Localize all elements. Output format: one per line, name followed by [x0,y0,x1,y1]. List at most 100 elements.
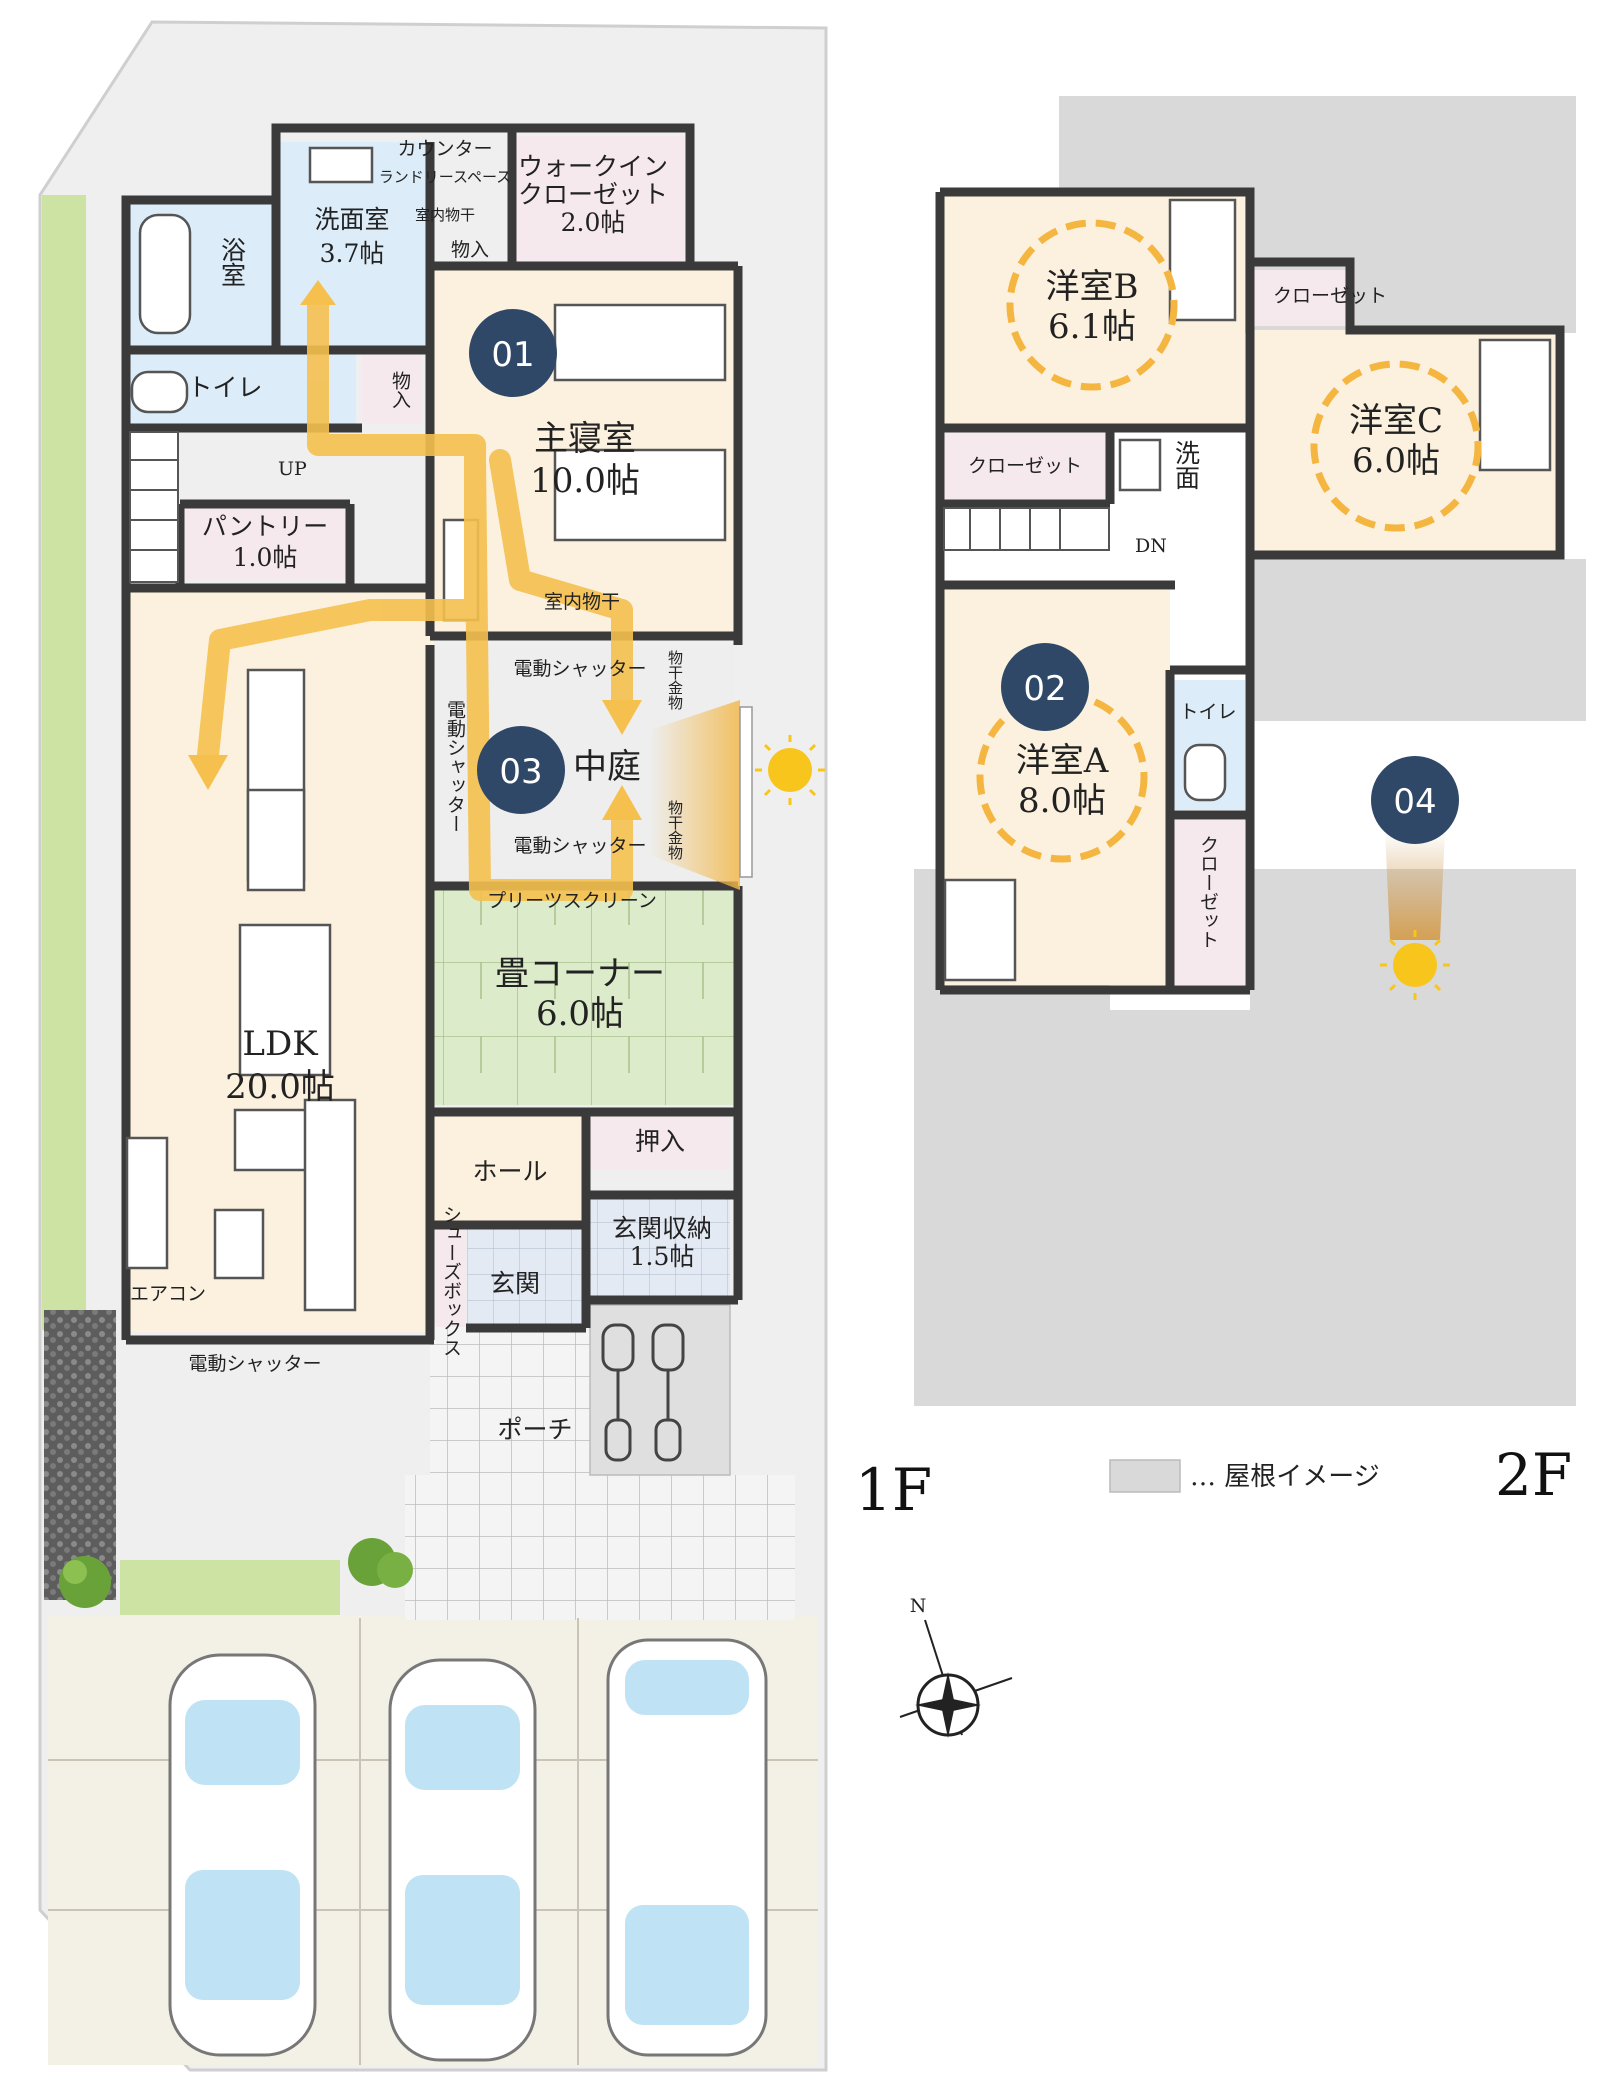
building-2f [906,88,1594,1414]
hall-floor [434,1115,584,1225]
porch-tiles [430,1325,590,1475]
side-table-icon [213,1208,265,1280]
shoebox-label: シューズボックス [440,1205,462,1357]
shutter-ldk-label: 電動シャッター [188,1353,321,1375]
roomC-label: 洋室C [1349,401,1443,441]
closet-left-label: クローゼット [968,455,1082,477]
approach-tiles [405,1475,795,1620]
toilet-2f-icon [1183,743,1227,802]
walkin-label: ウォークイン [518,152,668,181]
walls-2f [935,187,1565,995]
sink-2f-icon [1118,438,1162,492]
path-arrowheads [188,280,642,820]
shrub-icon [59,1538,413,1608]
gravel-bed [44,1310,116,1600]
genkan-storage-floor [590,1198,730,1298]
bike-parking [589,1304,731,1476]
labels-2f: 洋室B 6.1帖 クローゼット 洋室C 6.0帖 クローゼット 洗面 DN 洋室… [968,267,1443,949]
roomB-label: 洋室B [1046,267,1139,307]
counter-label: カウンター [397,138,492,160]
ldk-label: LDK [242,1024,318,1064]
shutter-top-label: 電動シャッター [513,658,646,680]
storage-2-label: 物入 [389,371,411,409]
pantry-floor [180,504,350,579]
courtyard-label: 中庭 [573,747,641,787]
lawn-front [120,1560,340,1616]
toilet-2f-label: トイレ [1179,701,1236,723]
laundry-label: ランドリースペース [379,168,511,186]
car-icon [388,1658,537,2062]
badge-02: 02 [1001,643,1089,731]
badge-01: 01 [469,309,557,397]
bed-icon [553,448,727,542]
tatami-size: 6.0帖 [536,994,624,1034]
closet-right-label: クローゼット [1197,835,1219,949]
car-icon [606,1638,768,2057]
toilet-icon [130,370,189,414]
bed-icon [553,303,727,382]
badge-01-number: 01 [491,335,534,375]
walkin-label-2: クローゼット [518,180,668,209]
stairs-1f [129,431,179,583]
labels-1f: 浴室 洗面室 3.7帖 カウンター ランドリースペース 室内物干 物入 ウォーク… [130,138,712,1444]
dining-table-icon [238,923,332,1077]
roomA-size: 8.0帖 [1018,781,1106,821]
washroom-size: 3.7帖 [320,239,385,268]
genkan-floor [467,1225,587,1327]
badge-03-number: 03 [499,752,542,792]
master-size: 10.0帖 [530,461,640,501]
dry-rack-top-label: 物干金物 [666,650,684,711]
badge-04: 04 [1371,756,1459,1000]
legend: … 屋根イメージ [1109,1459,1380,1493]
roomC-size: 6.0帖 [1352,441,1440,481]
floor-1f-label: 1F [855,1456,932,1524]
bed-2f-icon [1168,198,1237,322]
dn-label: DN [1135,535,1167,557]
master-label: 主寝室 [534,419,636,459]
genkan-storage-size: 1.5帖 [630,1242,695,1271]
closet-right-floor [1170,820,1245,985]
sun-beam-1f [650,700,825,890]
closet-left-floor [940,430,1110,502]
fixtures-1f [125,146,727,1312]
genkan-label: 玄関 [490,1269,540,1298]
bed-2f-icon [1478,338,1552,472]
bath-label: 浴室 [218,237,247,287]
oshiire-floor [590,1115,730,1170]
lawn-strip [42,195,86,1330]
compass: N [899,1595,1013,1738]
storage-floor [362,352,422,424]
shoebox-floor [436,1225,466,1327]
indoor-dry-label: 室内物干 [415,206,475,224]
sofa-icon [303,1098,357,1312]
dry-rack-bottom-label: 物干金物 [666,800,684,861]
pantry-size: 1.0帖 [233,543,298,572]
sun-icon [1393,943,1437,987]
shutter-left-label: 電動シャッター [444,700,466,833]
up-label: UP [278,458,307,480]
toilet-label: トイレ [187,373,262,402]
pantry-label: パントリー [202,512,328,541]
closet-top-label: クローゼット [1273,285,1387,307]
tatami-floor [434,890,734,1105]
bicycle-icon [601,1323,685,1462]
pleats-label: プリーツスクリーン [487,890,657,912]
badge-03: 03 [477,726,565,814]
aircon-label: エアコン [130,1283,206,1305]
hall-label: ホール [472,1157,547,1186]
circulation-path [197,294,633,901]
car-icon [168,1653,317,2057]
indoor-dry-2-label: 室内物干 [544,591,620,613]
roof-right [1246,551,1594,729]
ldk-size: 20.0帖 [225,1067,335,1107]
genkan-storage-label: 玄関収納 [612,1214,712,1243]
kitchen-sink-icon [246,788,306,892]
legend-text: … 屋根イメージ [1190,1462,1380,1492]
sun-icon [768,748,812,792]
fixtures-2f [943,198,1552,982]
badge-02-number: 02 [1023,669,1066,709]
roomA-label: 洋室A [1016,741,1109,781]
tatami-label: 畳コーナー [495,954,665,994]
walkin-floor [512,136,688,266]
